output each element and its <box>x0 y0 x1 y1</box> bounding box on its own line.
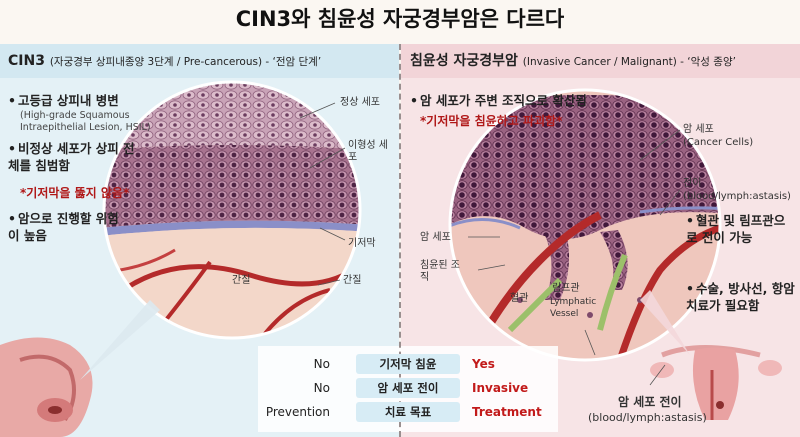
right-bullet-3: •수술, 방사선, 항암치료가 필요함 <box>686 281 795 313</box>
left-bullet-3: •암으로 진행할 위험이 높음 <box>8 211 119 243</box>
comparison-row-mid: 암 세포 전이 <box>356 378 460 398</box>
right-header-subtitle: (Invasive Cancer / Malignant) - ‘악성 종양’ <box>522 56 736 68</box>
comparison-row-mid: 치료 목표 <box>356 402 460 422</box>
comparison-row: No 기저막 침윤 Yes <box>240 354 570 378</box>
right-bullet-2-text: 혈관 및 림프관으로 전이 가능 <box>686 213 786 245</box>
label-cancer-cells-en: (Cancer Cells) <box>683 137 754 148</box>
left-bullet-2-text: 비정상 세포가 상피 전체를 침범함 <box>8 141 135 173</box>
label-metastasis-en: (blood/lymph:astasis) <box>683 191 791 202</box>
label-lymph: 림프관 <box>552 283 580 294</box>
left-bullet-1: •고등급 상피내 병변 <box>8 93 119 108</box>
invasive-tissue-illustration <box>450 90 720 360</box>
label-cancer-cells: 암 세포 <box>683 124 714 135</box>
label-metastasis: 전이 <box>683 178 702 189</box>
right-header-title: 침윤성 자궁경부암 <box>410 53 518 69</box>
right-note: *기저막을 침윤하고 파괴함* <box>420 114 563 128</box>
label-cancer-cell-left: 암 세포 <box>420 232 451 243</box>
label-stroma-inner: 간질 <box>232 275 251 286</box>
left-bullet-1-sub: (High-grade Squamous Intraepithelial Les… <box>20 110 151 133</box>
uterus-illustration-right <box>640 290 782 420</box>
label-normal-cell: 정상 세포 <box>340 97 380 108</box>
left-header-title: CIN3 <box>8 53 45 69</box>
label-bottom-metastasis-en: (blood/lymph:astasis) <box>588 411 707 424</box>
comparison-row-mid: 기저막 침윤 <box>356 354 460 374</box>
left-header: CIN3 (자궁경부 상피내종양 3단계 / Pre-cancerous) - … <box>8 52 321 71</box>
comparison-row-right: Treatment <box>472 405 542 419</box>
label-bottom-metastasis: 암 세포 전이 <box>618 395 682 409</box>
label-blood-vessel: 혈관 <box>510 293 529 304</box>
label-stroma-outer: 간질 <box>343 275 362 286</box>
label-lymph-en: Lymphatic Vessel <box>550 297 597 319</box>
cervix-illustration-left <box>0 300 160 437</box>
right-bullet-1: •암 세포가 주변 조직으로 확산됨 <box>410 93 587 108</box>
page-title: CIN3와 침윤성 자궁경부암은 다르다 <box>235 7 565 31</box>
left-note: *기저막을 뚫지 않음* <box>20 186 130 200</box>
panel-divider <box>399 44 401 437</box>
comparison-table: No 기저막 침윤 Yes No 암 세포 전이 Invasive Preven… <box>240 354 570 426</box>
left-header-subtitle: (자궁경부 상피내종양 3단계 / Pre-cancerous) - ‘전암 단… <box>49 56 322 68</box>
left-bullet-2: •비정상 세포가 상피 전체를 침범함 <box>8 141 135 173</box>
comparison-row-left: No <box>313 381 330 395</box>
left-bullet-3-text: 암으로 진행할 위험이 높음 <box>8 211 119 243</box>
comparison-row-left: No <box>313 357 330 371</box>
label-dysplastic-cell: 이형성 세포 <box>348 140 388 163</box>
left-bullet-1-text: 고등급 상피내 병변 <box>18 93 119 108</box>
right-bullet-1-text: 암 세포가 주변 조직으로 확산됨 <box>420 93 587 108</box>
comparison-row: Prevention 치료 목표 Treatment <box>240 402 570 426</box>
right-bullet-3-text: 수술, 방사선, 항암치료가 필요함 <box>686 281 795 313</box>
comparison-row-right: Invasive <box>472 381 529 395</box>
label-infiltrated-tissue: 침윤된 조직 <box>420 260 460 283</box>
right-bullet-2: •혈관 및 림프관으로 전이 가능 <box>686 213 786 245</box>
comparison-row-right: Yes <box>472 357 495 371</box>
comparison-row-left: Prevention <box>265 405 330 419</box>
right-header: 침윤성 자궁경부암 (Invasive Cancer / Malignant) … <box>410 52 736 71</box>
comparison-row: No 암 세포 전이 Invasive <box>240 378 570 402</box>
label-basement-membrane: 기저막 <box>348 238 376 249</box>
